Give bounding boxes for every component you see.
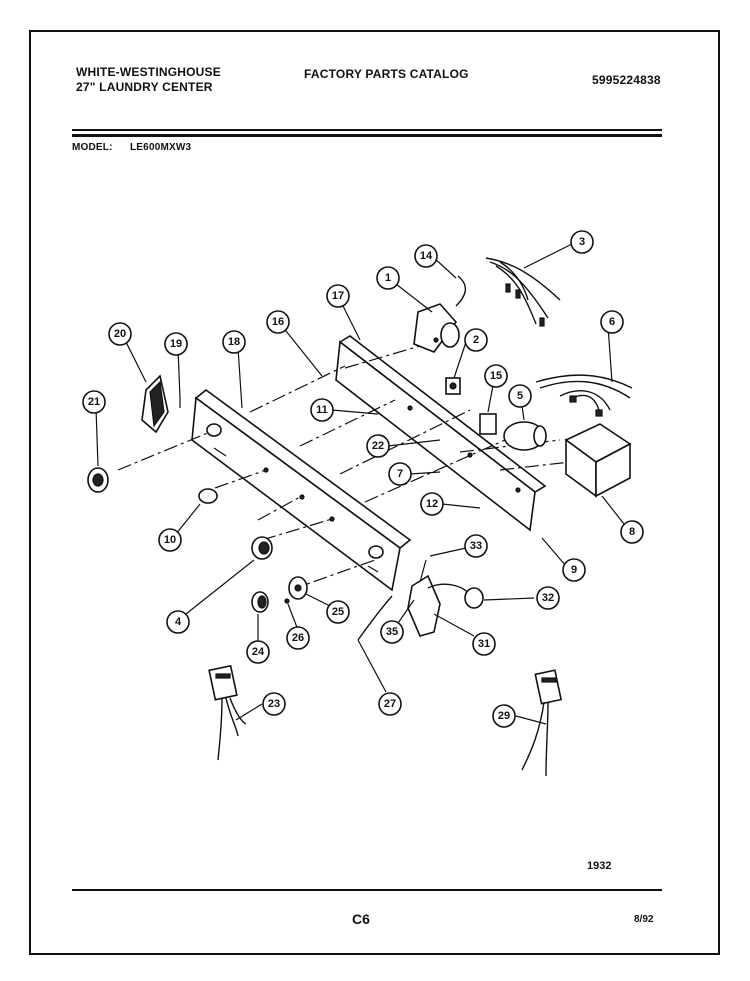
svg-text:4: 4 bbox=[175, 616, 182, 628]
wire-harness-top bbox=[485, 257, 561, 327]
model-label: MODEL: bbox=[72, 142, 113, 153]
catalog-title: FACTORY PARTS CATALOG bbox=[304, 67, 469, 81]
timer bbox=[413, 303, 460, 353]
svg-text:12: 12 bbox=[426, 498, 438, 510]
motor bbox=[503, 421, 547, 451]
svg-text:7: 7 bbox=[397, 468, 403, 480]
leader-lines bbox=[95, 243, 625, 725]
wire-harness-right bbox=[535, 374, 633, 417]
dial-cam bbox=[288, 576, 308, 600]
svg-text:5: 5 bbox=[517, 390, 523, 402]
header-rule-top bbox=[72, 129, 662, 131]
svg-text:14: 14 bbox=[420, 250, 433, 262]
svg-text:24: 24 bbox=[252, 646, 265, 658]
svg-text:17: 17 bbox=[332, 290, 344, 302]
bushing bbox=[198, 488, 218, 504]
svg-text:1: 1 bbox=[385, 272, 391, 284]
callout-2: 2 bbox=[464, 328, 488, 352]
figure-number: 1932 bbox=[587, 860, 612, 872]
svg-text:21: 21 bbox=[88, 396, 100, 408]
callout-9: 9 bbox=[562, 558, 586, 582]
rear-bracket bbox=[335, 335, 547, 532]
callout-8: 8 bbox=[620, 520, 644, 544]
callout-5: 5 bbox=[508, 384, 532, 408]
model-value: LE600MXW3 bbox=[130, 142, 192, 153]
catalog-number: 5995224838 bbox=[592, 73, 661, 87]
callout-33: 33 bbox=[464, 534, 488, 558]
wire-connector-right bbox=[521, 669, 563, 777]
svg-text:6: 6 bbox=[609, 316, 615, 328]
callout-16: 16 bbox=[266, 310, 290, 334]
callout-15: 15 bbox=[484, 364, 508, 388]
switch bbox=[445, 377, 461, 395]
page-code: C6 bbox=[352, 911, 370, 927]
callout-26: 26 bbox=[286, 626, 310, 650]
svg-text:10: 10 bbox=[164, 534, 176, 546]
wire-connector-left bbox=[208, 664, 247, 761]
callout-19: 19 bbox=[164, 332, 188, 356]
svg-text:26: 26 bbox=[292, 632, 304, 644]
callout-31: 31 bbox=[472, 632, 496, 656]
callout-25: 25 bbox=[326, 600, 350, 624]
grounding-wire bbox=[357, 595, 393, 641]
callout-11: 11 bbox=[310, 398, 334, 422]
svg-text:29: 29 bbox=[498, 710, 510, 722]
clip-26 bbox=[284, 598, 290, 604]
callout-29: 29 bbox=[492, 704, 516, 728]
svg-text:2: 2 bbox=[473, 334, 479, 346]
knob-push bbox=[251, 591, 269, 613]
svg-text:32: 32 bbox=[542, 592, 554, 604]
svg-text:18: 18 bbox=[228, 336, 240, 348]
svg-text:19: 19 bbox=[170, 338, 182, 350]
footer-date: 8/92 bbox=[634, 914, 654, 925]
callout-7: 7 bbox=[388, 462, 412, 486]
footer-rule bbox=[72, 889, 662, 891]
callout-22: 22 bbox=[366, 434, 390, 458]
callout-10: 10 bbox=[158, 528, 182, 552]
wire-jumper bbox=[455, 275, 466, 307]
svg-text:9: 9 bbox=[571, 564, 577, 576]
svg-text:16: 16 bbox=[272, 316, 284, 328]
svg-text:23: 23 bbox=[268, 698, 280, 710]
page-frame bbox=[29, 30, 720, 955]
brand-line-2: 27" LAUNDRY CENTER bbox=[76, 80, 213, 94]
callout-20: 20 bbox=[108, 322, 132, 346]
callout-3: 3 bbox=[570, 230, 594, 254]
clip bbox=[141, 374, 169, 434]
callout-17: 17 bbox=[326, 284, 350, 308]
svg-text:20: 20 bbox=[114, 328, 126, 340]
callout-35: 35 bbox=[380, 620, 404, 644]
header-rule-bottom bbox=[72, 134, 662, 137]
callout-1: 1 bbox=[376, 266, 400, 290]
svg-text:15: 15 bbox=[490, 370, 502, 382]
callout-4: 4 bbox=[166, 610, 190, 634]
control-panel bbox=[191, 388, 412, 592]
svg-text:35: 35 bbox=[386, 626, 398, 638]
svg-text:22: 22 bbox=[372, 440, 384, 452]
rotary-switch bbox=[479, 413, 497, 435]
callout-23: 23 bbox=[262, 692, 286, 716]
callout-27: 27 bbox=[378, 692, 402, 716]
svg-text:25: 25 bbox=[332, 606, 344, 618]
callout-12: 12 bbox=[420, 492, 444, 516]
knob-small bbox=[251, 536, 273, 560]
callout-21: 21 bbox=[82, 390, 106, 414]
callout-14: 14 bbox=[414, 244, 438, 268]
callout-18: 18 bbox=[222, 330, 246, 354]
svg-text:3: 3 bbox=[579, 236, 585, 248]
control-box bbox=[564, 423, 632, 498]
callout-24: 24 bbox=[246, 640, 270, 664]
svg-text:33: 33 bbox=[470, 540, 482, 552]
brand-line-1: WHITE-WESTINGHOUSE bbox=[76, 65, 221, 79]
svg-text:27: 27 bbox=[384, 698, 396, 710]
svg-text:31: 31 bbox=[478, 638, 490, 650]
callout-32: 32 bbox=[536, 586, 560, 610]
svg-text:8: 8 bbox=[629, 526, 635, 538]
lamp-bracket bbox=[407, 559, 484, 637]
callout-6: 6 bbox=[600, 310, 624, 334]
svg-text:11: 11 bbox=[316, 404, 328, 416]
knob-large bbox=[87, 467, 109, 493]
